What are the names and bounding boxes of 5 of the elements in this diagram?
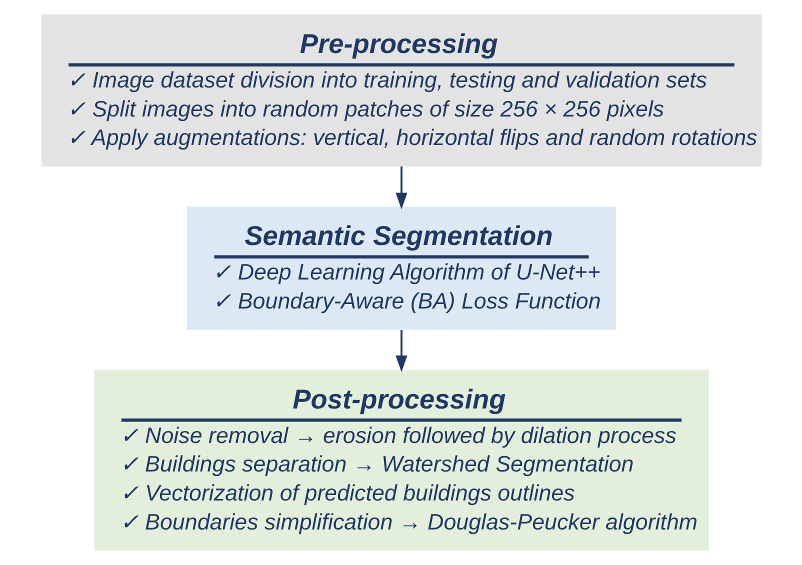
node-box: Post-processing ✓ Noise removal → erosion followed by dilation process ✓ Buildings separation → Watershed Segmentation ✓ Vectorization of predicted buildings outlines ✓ Boundaries simplification → Douglas-Peucker algorithm (94, 370, 708, 551)
arrow (395, 166, 407, 210)
node-box: Pre-processing ✓ Image dataset division into training, testing and validation sets ✓ Split images into random patches of size 256 × 256 pixels ✓ Apply augmentations: vertical, horizontal flips and random rotations (40, 14, 762, 166)
arrow (395, 330, 407, 372)
node-box: Semantic Segmentation ✓ Deep Learning Algorithm of U-Net++ ✓ Boundary-Aware (BA) Loss Function (186, 206, 616, 330)
